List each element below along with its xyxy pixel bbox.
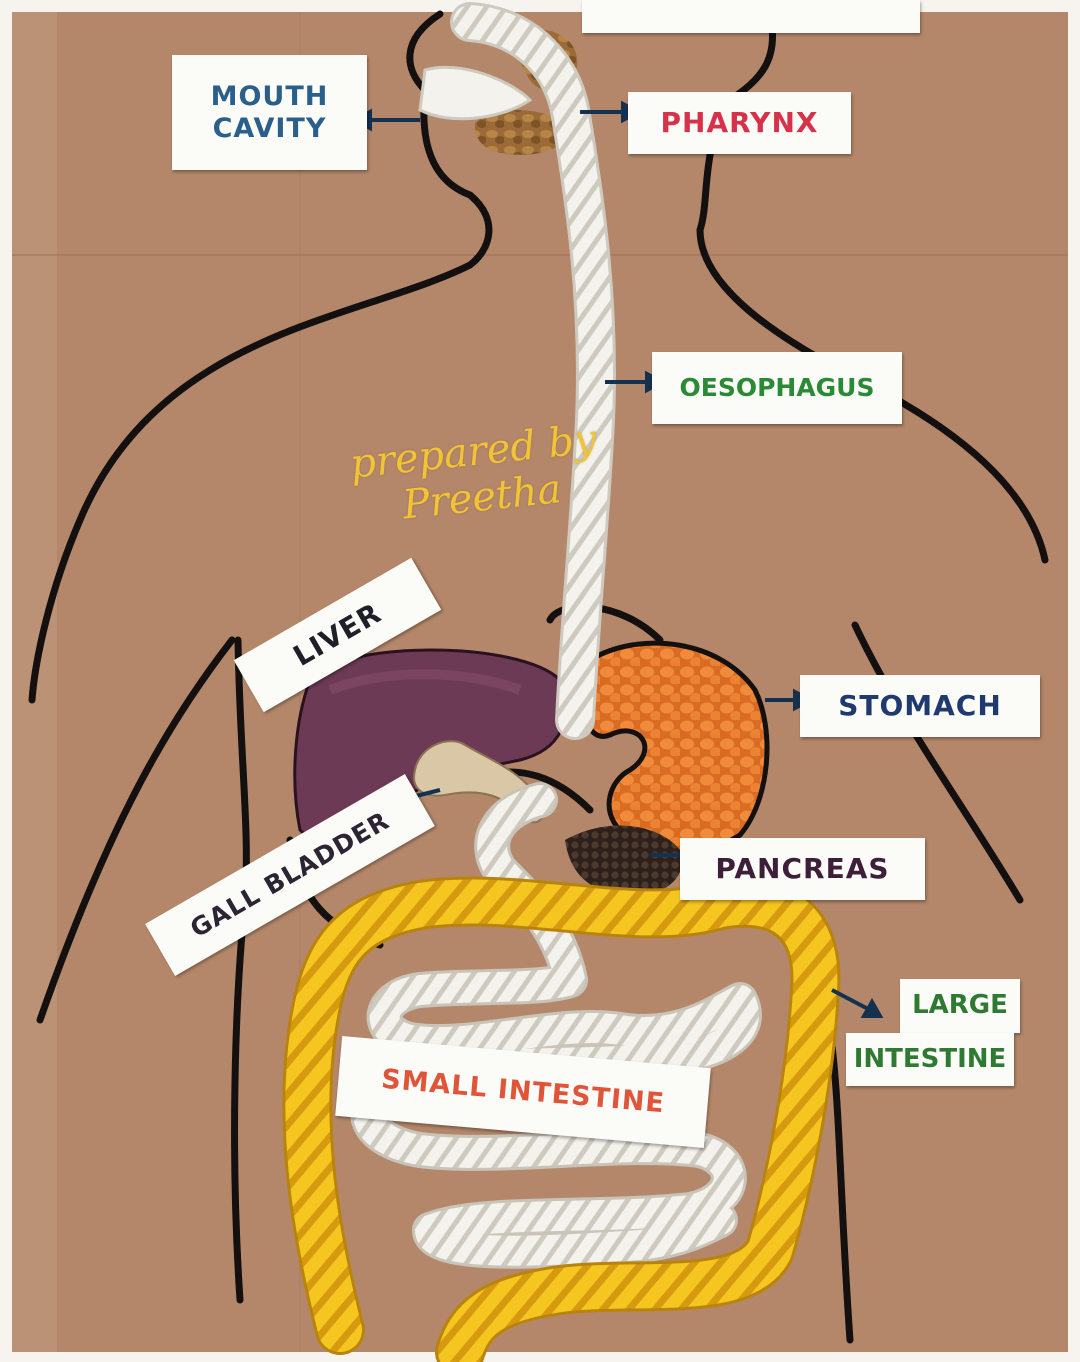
large-intestine-rope (282, 876, 841, 1362)
rope-tassel (418, 65, 533, 121)
mouth-cavity-line1: MOUTH (210, 81, 329, 113)
large-intestine-label: LARGE INTESTINE (830, 955, 1030, 1110)
arrow-large-intestine (831, 988, 871, 1012)
stomach-text: STOMACH (838, 688, 1002, 722)
pharynx-text: PHARYNX (660, 105, 819, 139)
mouth-cavity-line2: CAVITY (212, 112, 327, 144)
large-intestine-line2: INTESTINE (845, 1032, 1015, 1086)
oesophagus-text: OESOPHAGUS (679, 372, 875, 402)
stomach-label: STOMACH (800, 675, 1040, 737)
oesophagus-label: OESOPHAGUS (652, 352, 902, 424)
pancreas-text: PANCREAS (715, 851, 890, 885)
pancreas-label: PANCREAS (680, 838, 925, 900)
pancreas-model (565, 825, 682, 896)
large-intestine-line1: LARGE (900, 979, 1020, 1033)
small-intestine-text: SMALL INTESTINE (379, 1064, 667, 1120)
mouth-cavity-label: MOUTH CAVITY (172, 55, 367, 170)
pharynx-label: PHARYNX (628, 92, 851, 154)
top-label-card (582, 0, 920, 33)
liver-highlight (328, 669, 522, 695)
oesophagus-rope (453, 5, 613, 737)
throat-nut-bottom (474, 110, 570, 155)
